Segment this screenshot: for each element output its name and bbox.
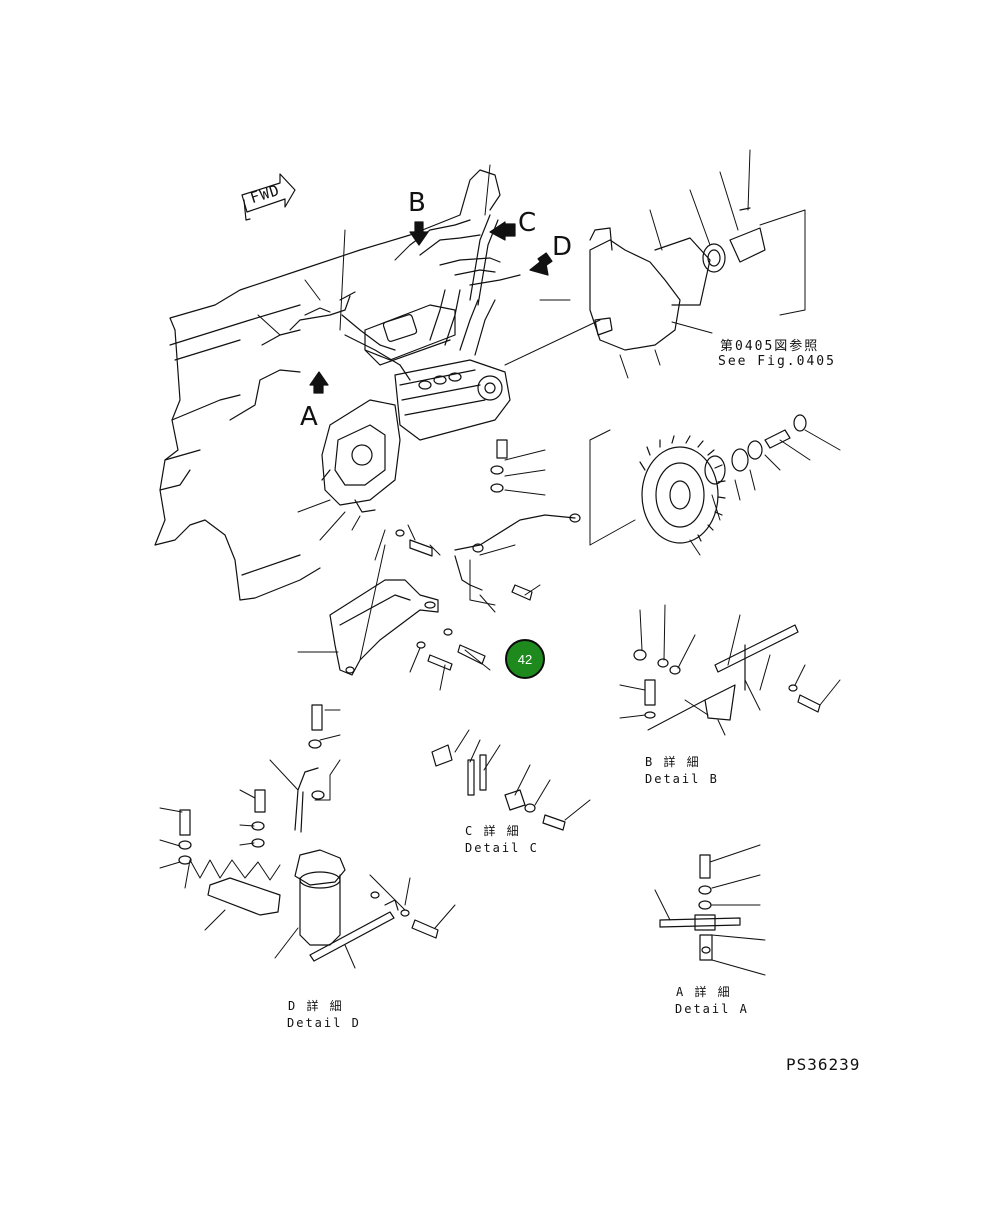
view-arrows xyxy=(310,222,552,393)
drawing-code: PS36239 xyxy=(786,1055,861,1074)
detail-d-title-en: Detail D xyxy=(287,1016,361,1030)
view-label-d: D xyxy=(552,232,573,262)
reference-en: See Fig.0405 xyxy=(718,354,836,369)
pump-bracket xyxy=(330,580,438,675)
detail-c-title-jp: C 詳 細 xyxy=(465,824,521,838)
leader-lines xyxy=(160,150,840,975)
view-label-b: B xyxy=(408,188,426,218)
view-label-a: A xyxy=(300,402,318,432)
intake-manifold xyxy=(365,305,455,365)
reference-jp: 第0405図参照 xyxy=(720,339,820,354)
detail-d-filter xyxy=(179,705,438,961)
fwd-arrow xyxy=(242,174,295,220)
detail-a-title-en: Detail A xyxy=(675,1002,749,1016)
water-pump xyxy=(590,208,765,350)
detail-c-parts xyxy=(432,745,565,830)
mid-bolts xyxy=(396,440,532,670)
oil-pipe xyxy=(455,514,580,590)
detail-d-title-jp: D 詳 細 xyxy=(288,999,344,1013)
fuel-lines xyxy=(262,215,520,380)
detail-b-linkage xyxy=(634,625,820,720)
injection-pump xyxy=(395,360,510,440)
detail-a-linkage xyxy=(660,855,740,960)
governor-housing xyxy=(322,400,400,512)
detail-c-title-en: Detail C xyxy=(465,841,539,855)
detail-a-title-jp: A 詳 細 xyxy=(676,985,732,999)
part-callout-button[interactable]: 42 xyxy=(505,639,545,679)
view-label-c: C xyxy=(518,208,537,238)
timing-gear xyxy=(640,415,806,543)
detail-b-title-jp: B 詳 細 xyxy=(645,755,701,769)
engine-block xyxy=(155,170,500,600)
detail-b-title-en: Detail B xyxy=(645,772,719,786)
